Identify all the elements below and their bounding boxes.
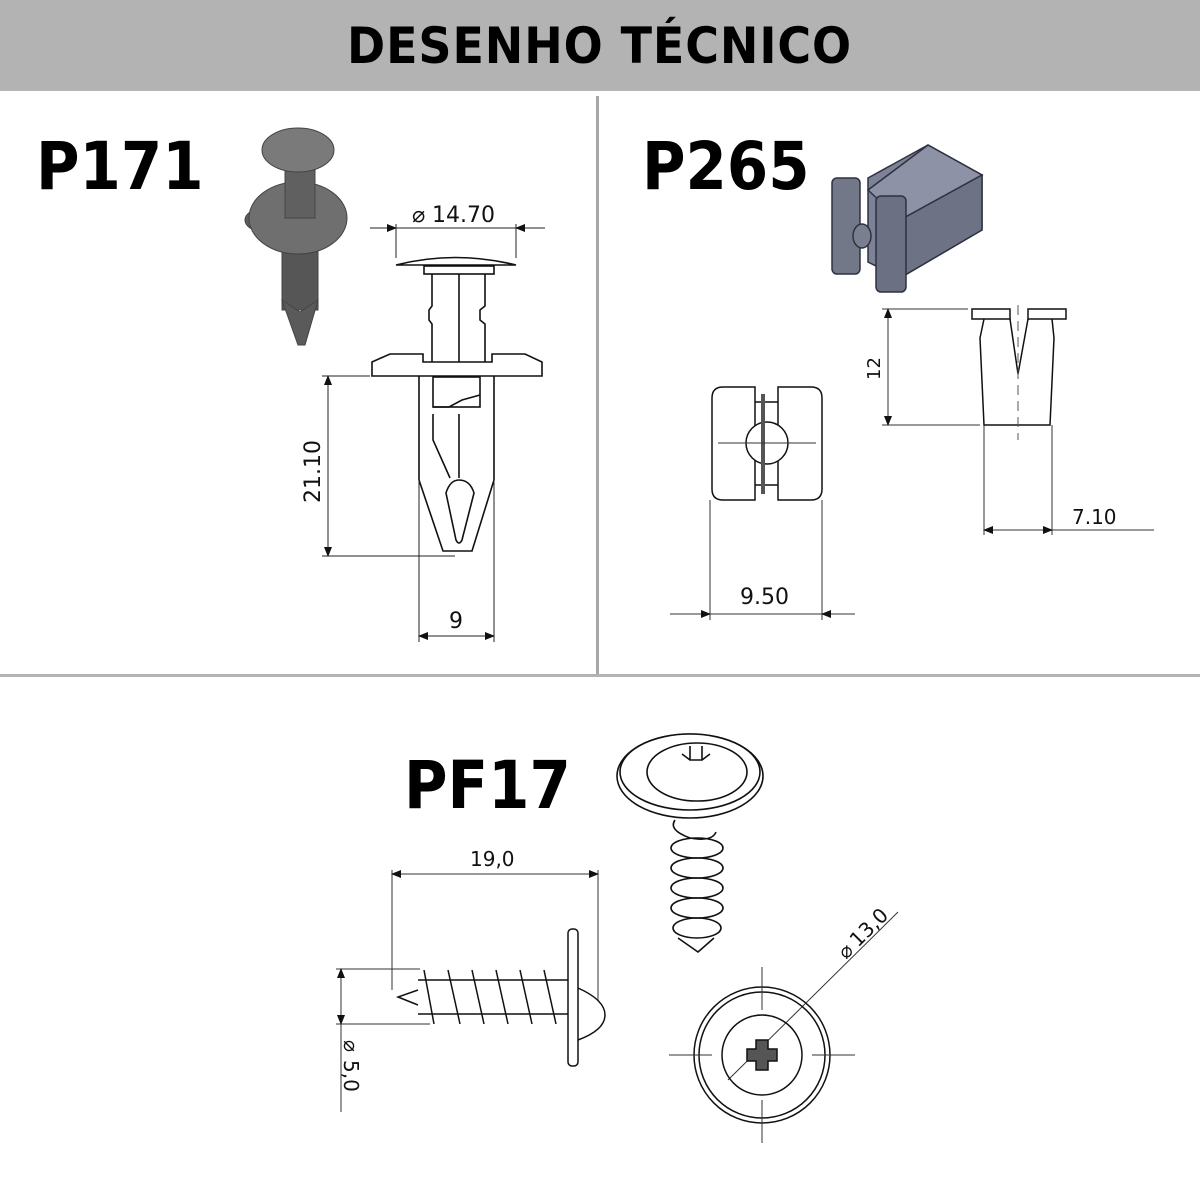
pf17-head-diameter-label: 13,0 [845,903,893,951]
p265-height-label: 12 [864,357,885,380]
p265-depth-label: 7.10 [1072,505,1117,529]
part-code-p265: P265 [642,128,810,205]
pf17-3d-render [616,733,764,954]
p171-side-view [371,256,543,552]
horizontal-divider [0,674,1200,677]
pf17-thread-diameter-label: 5,0 [339,1060,363,1092]
page-title: DESENHO TÉCNICO [347,16,853,75]
vertical-divider [596,96,599,674]
pf17-thread-diameter-symbol: ⌀ [339,1040,363,1052]
p171-3d-render [244,127,348,346]
part-code-pf17: PF17 [404,747,571,824]
p265-dimensions [670,308,1154,620]
pf17-side-view [395,928,606,1067]
header-banner: DESENHO TÉCNICO [0,0,1200,91]
p171-dimensions [322,224,545,642]
pf17-top-view [669,967,855,1143]
p265-side-view [971,305,1067,440]
p171-length-label: 21.10 [301,440,326,503]
p265-3d-render [831,144,984,293]
p171-diameter-symbol: ⌀ [412,203,425,228]
pf17-length-label: 19,0 [470,847,515,871]
p171-head-diameter-label: 14.70 [432,203,495,228]
part-code-p171: P171 [36,128,204,205]
p265-top-view [711,386,823,501]
pf17-dimensions [336,870,899,1112]
p265-width-label: 9.50 [740,585,789,610]
p171-width-label: 9 [449,609,463,634]
